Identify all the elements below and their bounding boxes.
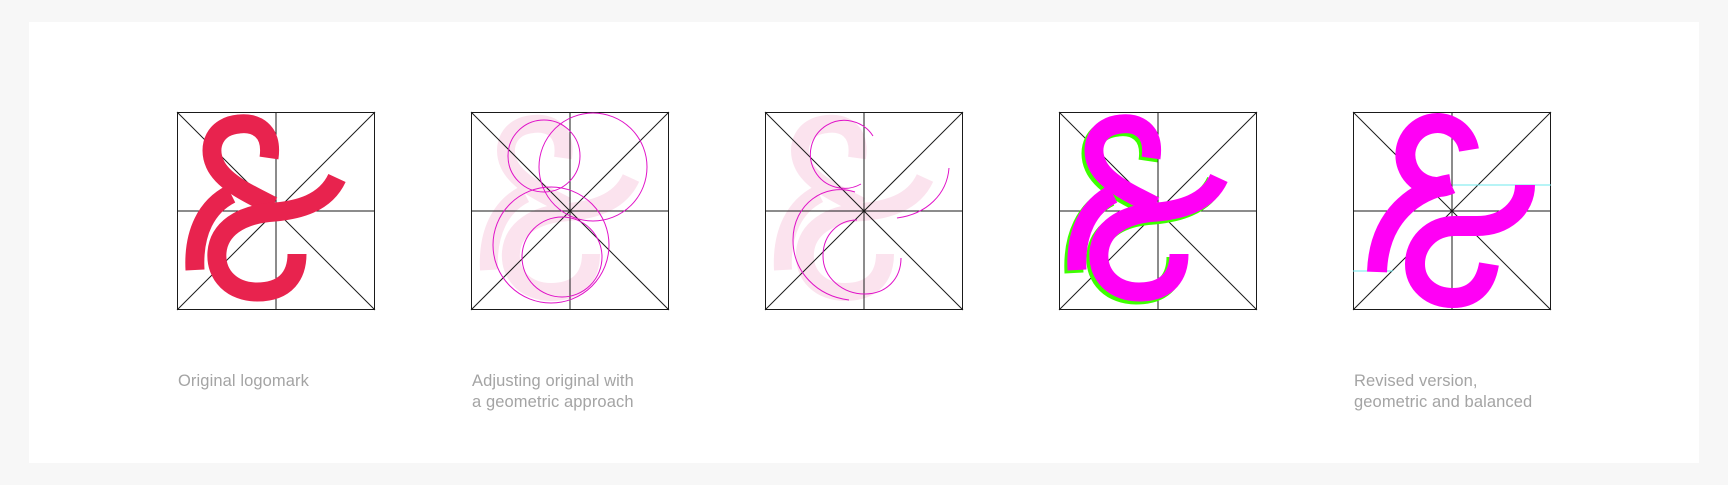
revised-logomark-drawing	[1352, 111, 1552, 311]
construction-circles	[492, 112, 648, 304]
adjusting-drawing	[470, 111, 670, 311]
caption-line: a geometric approach	[472, 393, 634, 411]
ampersand-logomark-icon	[1067, 114, 1228, 302]
caption-line: Original logomark	[178, 372, 310, 390]
ampersand-logomark-icon	[1367, 113, 1535, 309]
panel-revised	[1352, 111, 1552, 311]
panel-overlay	[1058, 111, 1258, 311]
construction-grid	[470, 111, 670, 311]
panel-original	[176, 111, 376, 311]
ghost-original-mark	[479, 114, 640, 302]
ghost-original-mark	[773, 114, 934, 302]
ampersand-logomark-icon	[185, 114, 346, 302]
overlay-drawing	[1058, 111, 1258, 311]
caption-line: Revised version,	[1354, 372, 1478, 390]
construction-grid	[764, 111, 964, 311]
construction-grid	[1352, 111, 1552, 311]
caption-revised: Revised version, geometric and balanced	[1354, 371, 1584, 413]
construction-arcs	[792, 119, 950, 301]
original-logomark-drawing	[176, 111, 376, 311]
panel-construction	[764, 111, 964, 311]
caption-original: Original logomark	[178, 371, 408, 392]
caption-line: Adjusting original with	[472, 372, 634, 390]
caption-adjusting: Adjusting original with a geometric appr…	[472, 371, 702, 413]
panel-adjusting	[470, 111, 670, 311]
construction-drawing	[764, 111, 964, 311]
caption-line: geometric and balanced	[1354, 393, 1533, 411]
